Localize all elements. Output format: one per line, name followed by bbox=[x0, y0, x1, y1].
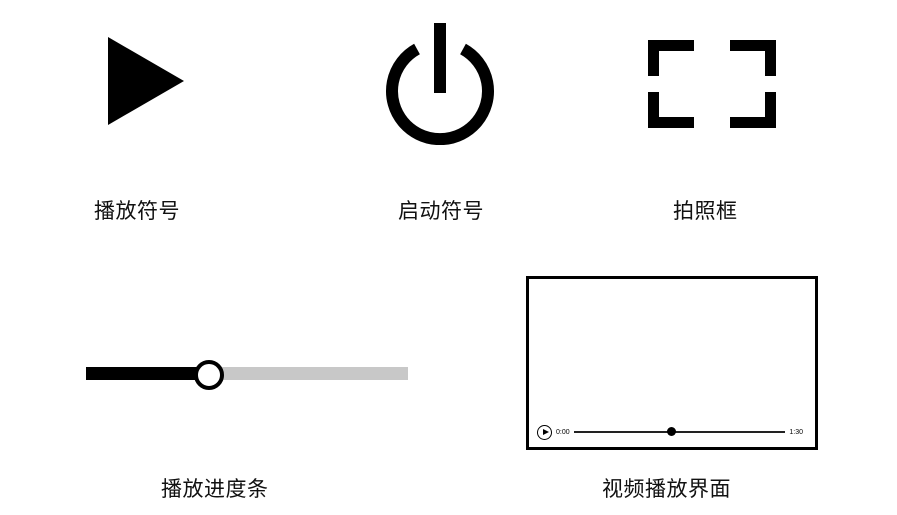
play-symbol-label: 播放符号 bbox=[94, 199, 180, 223]
photo-frame-label: 拍照框 bbox=[673, 199, 738, 223]
play-triangle-icon bbox=[108, 37, 184, 125]
progress-bar-label: 播放进度条 bbox=[161, 477, 269, 501]
slider-fill bbox=[86, 367, 208, 380]
slider-knob[interactable] bbox=[194, 360, 224, 390]
video-progress-track[interactable] bbox=[573, 427, 786, 437]
progress-slider[interactable] bbox=[86, 358, 410, 390]
play-circle-icon[interactable] bbox=[537, 424, 552, 440]
video-player[interactable]: 0:00 1:30 bbox=[526, 276, 818, 450]
video-player-label: 视频播放界面 bbox=[602, 477, 731, 501]
camera-frame-icon bbox=[648, 40, 776, 128]
current-time: 0:00 bbox=[556, 428, 570, 436]
video-controls: 0:00 1:30 bbox=[537, 423, 807, 441]
power-symbol-label: 启动符号 bbox=[398, 199, 484, 223]
video-progress-knob[interactable] bbox=[666, 427, 676, 437]
power-icon bbox=[384, 23, 496, 146]
total-time: 1:30 bbox=[789, 428, 803, 436]
